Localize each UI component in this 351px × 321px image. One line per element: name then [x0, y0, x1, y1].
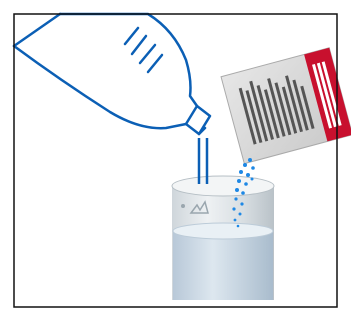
container-dot: [181, 204, 185, 208]
bottle-rib-1: [125, 28, 138, 44]
sachet-icon: [221, 48, 351, 164]
water-surface: [173, 223, 273, 239]
bottle-neck: [186, 106, 210, 134]
bottle-rib-2: [132, 36, 146, 54]
container-water: [173, 232, 273, 300]
container-rim: [172, 176, 274, 196]
container-icon: [172, 176, 274, 300]
bottle-rib-4: [148, 55, 162, 72]
bottle-rib-3: [140, 45, 155, 63]
bottle-icon: [14, 14, 210, 134]
bottle-top-edge-cut: [14, 14, 60, 46]
